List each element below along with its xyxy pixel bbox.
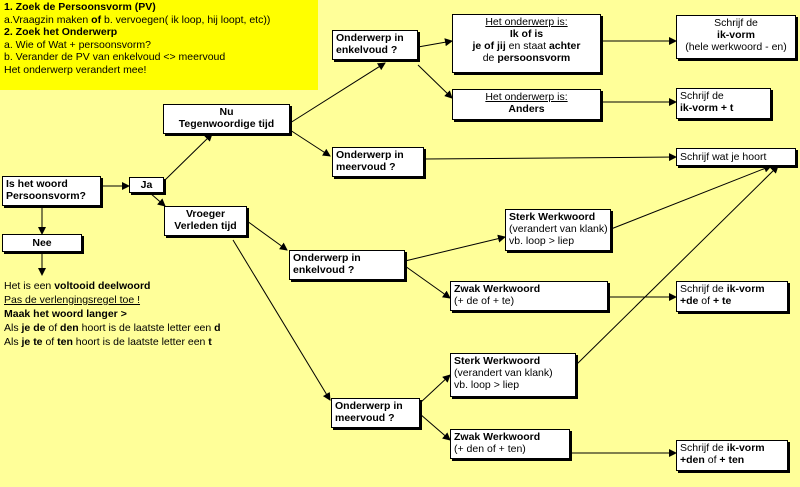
subject-ik-jij-box: Het onderwerp is: Ik of is je of jij en … [452, 14, 601, 73]
arrow-singular-to-anders [417, 64, 453, 99]
past-singular-question: Onderwerp in enkelvoud ? [289, 250, 405, 280]
arrow-past-singular-to-sterk1 [404, 234, 506, 262]
arrow-sterk1-to-hoort [610, 164, 772, 230]
nu-present-box: Nu Tegenwoordige tijd [163, 104, 290, 134]
past-plural-question: Onderwerp in meervoud ? [331, 398, 420, 428]
arrow-present-plural-to-hoort [423, 153, 677, 162]
arrow-past-plural-to-sterk2 [419, 374, 451, 404]
ja-box: Ja [129, 177, 164, 193]
instruction-step-2: 2. Zoek het Onderwerp [4, 26, 118, 39]
result-schrijf-wat-je-hoort: Schrijf wat je hoort [676, 148, 796, 166]
arrow-ja-to-nu [163, 133, 213, 182]
arrow-nu-to-present-plural [289, 129, 331, 157]
zwak-werkwoord-box-1: Zwak Werkwoord (+ de of + te) [450, 281, 608, 311]
result-de-te: Schrijf de ik-vorm +de of + te [676, 281, 788, 312]
zwak-werkwoord-box-2: Zwak Werkwoord (+ den of + ten) [450, 429, 570, 459]
arrow-past-singular-to-zwak1 [404, 265, 451, 299]
vroeger-past-box: Vroeger Verleden tijd [164, 206, 247, 236]
instruction-note: Het onderwerp verandert mee! [4, 63, 147, 76]
nee-box: Nee [2, 234, 82, 252]
instruction-step-2a: a. Wie of Wat + persoonsvorm? [4, 38, 151, 51]
arrow-past-plural-to-zwak2 [419, 413, 451, 441]
sterk-werkwoord-box-1: Sterk Werkwoord (verandert van klank) vb… [505, 209, 611, 251]
result-hele-werkwoord: Schrijf de ik-vorm (hele werkwoord - en) [676, 15, 796, 59]
sterk-werkwoord-box-2: Sterk Werkwoord (verandert van klank) vb… [450, 353, 576, 397]
arrow-vroeger-to-past-singular [246, 220, 288, 251]
voltooid-deelwoord-note: Het is een voltooid deelwoord Pas de ver… [4, 280, 221, 348]
present-plural-question: Onderwerp in meervoud ? [332, 147, 424, 177]
instruction-step-1a: a.Vraagzin maken of b. vervoegen( ik loo… [4, 13, 271, 26]
instructions-panel: 1. Zoek de Persoonsvorm (PV) a.Vraagzin … [0, 0, 318, 90]
arrow-singular-to-ik-jij [417, 38, 453, 48]
result-den-ten: Schrijf de ik-vorm +den of + ten [676, 440, 788, 471]
subject-anders-box: Het onderwerp is: Anders [452, 89, 601, 120]
instruction-step-2b: b. Verander de PV van enkelvoud <> meerv… [4, 51, 226, 64]
instruction-step-1: 1. Zoek de Persoonsvorm (PV) [4, 1, 156, 13]
result-ik-vorm-t: Schrijf de ik-vorm + t [676, 88, 771, 119]
present-singular-question: Onderwerp in enkelvoud ? [332, 30, 418, 60]
arrow-ja-to-vroeger [149, 192, 166, 207]
start-question-box: Is het woord Persoonsvorm? [2, 176, 101, 206]
arrow-sterk2-to-hoort [575, 165, 779, 366]
